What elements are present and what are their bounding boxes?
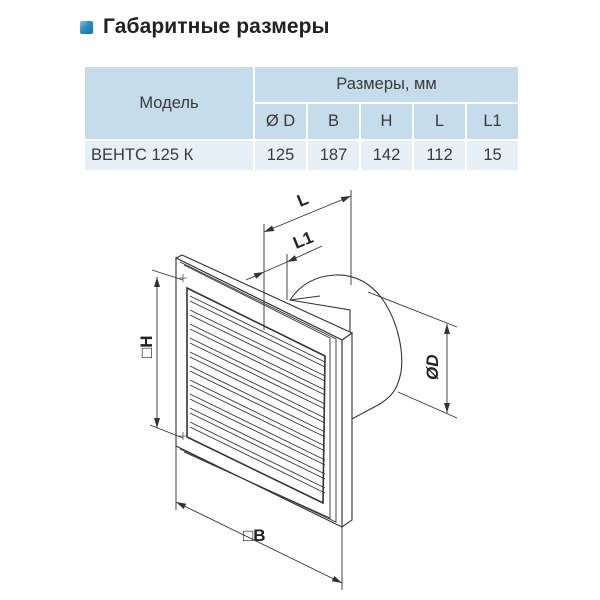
dimension-D bbox=[367, 291, 458, 419]
blue-square-bullet-icon bbox=[80, 20, 93, 34]
label-B: □B bbox=[243, 526, 266, 545]
value-cell-b: 187 bbox=[308, 141, 359, 170]
dimension-L1 bbox=[245, 245, 323, 300]
column-header-b: B bbox=[308, 104, 359, 139]
value-cell-l: 112 bbox=[414, 141, 465, 170]
page-title: Габаритные размеры bbox=[103, 15, 330, 38]
louvre-slats bbox=[189, 295, 326, 494]
value-cell-diameter: 125 bbox=[255, 141, 306, 170]
column-header-h: H bbox=[361, 104, 412, 139]
label-D: ØD bbox=[423, 355, 442, 381]
column-header-l1: L1 bbox=[467, 104, 518, 139]
label-L: L bbox=[294, 189, 311, 211]
dimension-H bbox=[149, 269, 184, 439]
column-header-diameter: Ø D bbox=[255, 104, 306, 139]
screw-mark-icons bbox=[179, 274, 187, 440]
dimension-B bbox=[175, 446, 343, 590]
section-heading: Габаритные размеры bbox=[80, 12, 330, 42]
model-column-header: Модель bbox=[85, 67, 253, 139]
column-header-l: L bbox=[414, 104, 465, 139]
fan-cylinder-body bbox=[289, 274, 403, 421]
dimensions-table: Модель Размеры, мм Ø D B H L L1 ВЕНТС 12… bbox=[83, 65, 520, 172]
dimension-L bbox=[263, 190, 352, 330]
label-H: □H bbox=[137, 335, 156, 358]
label-L1: L1 bbox=[290, 228, 316, 253]
dimensions-group-header: Размеры, мм bbox=[255, 67, 518, 102]
value-cell-l1: 15 bbox=[467, 141, 518, 170]
value-cell-h: 142 bbox=[361, 141, 412, 170]
table-row: ВЕНТС 125 К 125 187 142 112 15 bbox=[85, 141, 518, 170]
model-cell: ВЕНТС 125 К bbox=[85, 141, 253, 170]
